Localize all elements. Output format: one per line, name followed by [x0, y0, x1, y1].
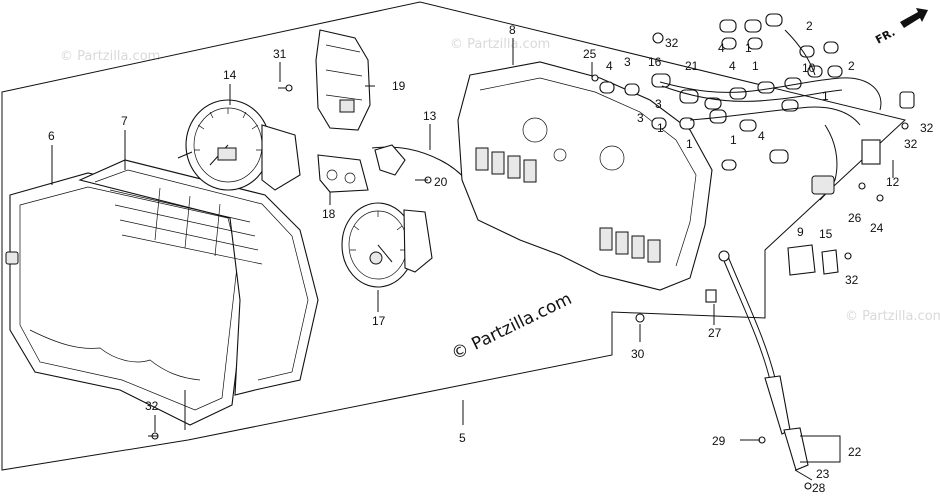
callout-32-right: 32: [904, 137, 918, 151]
callout-28: 28: [812, 481, 826, 495]
callout-8: 8: [509, 23, 516, 37]
callout-16: 16: [648, 55, 662, 69]
callout-17: 17: [372, 314, 386, 328]
bracket-19: [315, 29, 371, 131]
callout-4: 4: [718, 41, 725, 55]
direction-label: FR.: [873, 26, 897, 47]
watermark-text: © Partzilla.com: [60, 49, 160, 64]
callout-32-mid: 32: [845, 273, 859, 287]
watermark-main: © Partzilla.com: [448, 289, 575, 364]
callout-23: 23: [816, 467, 830, 481]
callout-29: 29: [712, 434, 726, 448]
callout-32-top: 32: [665, 36, 679, 50]
callout-14: 14: [223, 68, 237, 82]
callout-4: 4: [758, 129, 765, 143]
callout-21: 21: [685, 59, 699, 73]
meter-case-8: [457, 61, 713, 291]
callout-22: 22: [848, 445, 862, 459]
callout-1: 1: [822, 89, 829, 103]
callout-25: 25: [583, 47, 597, 61]
callout-13: 13: [423, 109, 437, 123]
callout-1: 1: [686, 137, 693, 151]
callout-20: 20: [434, 175, 448, 189]
front-direction-indicator: FR.: [873, 8, 928, 47]
callout-1: 1: [745, 41, 752, 55]
lens-panel: [5, 172, 251, 426]
bulb-set: [599, 13, 843, 171]
callout-26: 26: [848, 211, 862, 225]
callout-3: 3: [655, 97, 662, 111]
wire-harness-21: [659, 29, 915, 201]
callout-6: 6: [48, 129, 55, 143]
callout-18: 18: [322, 207, 336, 221]
callout-1: 1: [730, 133, 737, 147]
callout-2: 2: [848, 59, 855, 73]
callout-10: 10: [802, 61, 816, 75]
callout-27: 27: [708, 326, 722, 340]
callout-2: 2: [806, 19, 813, 33]
callout-1: 1: [657, 121, 664, 135]
indicator-unit-18: [317, 154, 369, 193]
callout-24: 24: [870, 221, 884, 235]
callout-4: 4: [729, 59, 736, 73]
assembly-outline: [1, 1, 907, 471]
arrow-icon: [900, 8, 928, 28]
resistor-9-and-clip-15: [787, 244, 839, 276]
speedometer-cable: [718, 250, 813, 481]
callout-12: 12: [886, 175, 900, 189]
callout-32-bottom: 32: [145, 399, 159, 413]
callout-31: 31: [273, 47, 287, 61]
callout-19: 19: [392, 79, 406, 93]
callout-15: 15: [819, 227, 833, 241]
watermark-text: © Partzilla.com: [845, 309, 940, 324]
callout-3: 3: [624, 55, 631, 69]
callout-9: 9: [797, 225, 804, 239]
callout-32-edge: 32: [920, 121, 934, 135]
callout-3: 3: [637, 111, 644, 125]
callout-30: 30: [631, 347, 645, 361]
callout-4: 4: [606, 59, 613, 73]
callout-labels: 6 7 14 31 19 13 20 18 17 8 25 32 4 3 16 …: [48, 19, 934, 495]
leader-lines: [51, 38, 894, 463]
callout-1: 1: [752, 59, 759, 73]
callout-7: 7: [121, 114, 128, 128]
callout-5: 5: [459, 431, 466, 445]
tachometer: [177, 99, 301, 191]
watermark-text: © Partzilla.com: [450, 37, 550, 52]
speedometer: [341, 202, 433, 288]
